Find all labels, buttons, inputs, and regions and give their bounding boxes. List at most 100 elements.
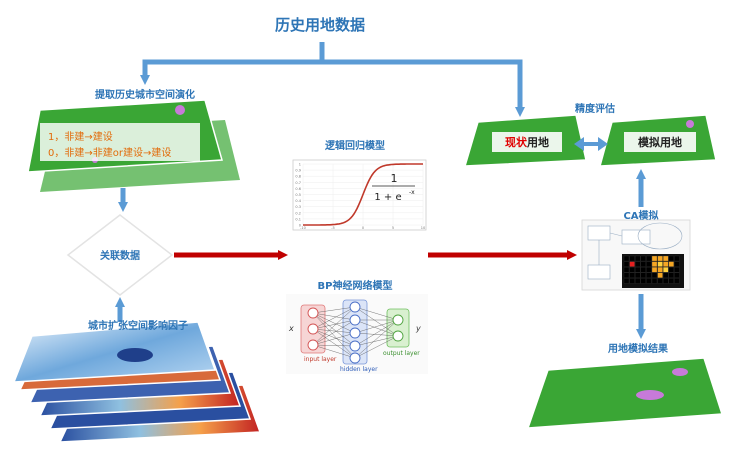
sigmoid-y-tick: 0.6 xyxy=(295,187,301,191)
ca-grid-cell xyxy=(646,272,652,278)
ca-grid-cell xyxy=(663,255,669,262)
ca-grid-cell xyxy=(623,267,630,273)
bp-edge xyxy=(312,328,356,334)
sigmoid-y-tick: 0.8 xyxy=(295,175,301,179)
hidden-layer-label: hidden layer xyxy=(340,366,378,373)
ca-grid-cell xyxy=(674,272,680,278)
sigmoid-y-tick: 0.2 xyxy=(295,211,301,215)
ca-grid-cell xyxy=(646,278,652,284)
result-purple-patch xyxy=(636,390,664,400)
bp-edge xyxy=(354,306,399,321)
current-label: 现状用地 xyxy=(505,135,549,149)
ca-grid-cell xyxy=(668,278,674,284)
bp-edge xyxy=(354,319,399,359)
bp-node xyxy=(392,330,404,342)
bp-edge xyxy=(312,312,356,334)
arrow-to-current xyxy=(322,59,525,117)
ca-flow-box xyxy=(587,225,611,241)
bp-edge xyxy=(312,344,356,347)
bp-node xyxy=(349,340,361,352)
ca-label: CA模拟 xyxy=(623,209,658,222)
bp-x-label: x xyxy=(288,324,294,333)
sigmoid-y-tick: 0.7 xyxy=(295,181,301,185)
rule-line-2: 0，非建→非建or建设→建设 xyxy=(48,146,171,159)
ca-grid-cell xyxy=(640,255,646,262)
ca-grid-cell xyxy=(663,278,669,284)
bp-edge xyxy=(354,319,399,334)
bp-nodes xyxy=(307,301,404,364)
ca-grid-cell xyxy=(623,255,630,262)
rule-line-1: 1，非建→建设 xyxy=(48,130,113,143)
simulated-label: 模拟用地 xyxy=(638,135,682,149)
simulated-rest: 用地 xyxy=(660,135,682,149)
association-label: 关联数据 xyxy=(100,249,140,262)
bp-network: x y input layer hidden layer output laye… xyxy=(286,294,428,374)
ca-grid-cell xyxy=(668,267,674,273)
bp-label: BP神经网络模型 xyxy=(318,279,393,292)
bp-edge xyxy=(312,306,356,314)
factor-dark-patch xyxy=(117,348,153,362)
sigmoid-x-tick: 0 xyxy=(362,226,364,230)
ca-grid-cell xyxy=(657,255,663,262)
ca-grid-cell xyxy=(635,278,641,284)
sigmoid-x-tick: 5 xyxy=(392,226,394,230)
rule-box xyxy=(40,123,200,161)
ca-grid-cell xyxy=(646,255,652,262)
simulated-landuse-card: 模拟用地 xyxy=(599,114,717,167)
ca-grid-cell xyxy=(668,272,674,278)
top-split-arrows xyxy=(140,42,525,117)
ca-grid-cell xyxy=(646,267,652,273)
ca-grid-cell xyxy=(635,272,641,278)
arrow-to-extract xyxy=(140,59,322,85)
ca-grid-cell xyxy=(674,267,680,273)
bp-edge xyxy=(354,332,399,337)
sigmoid-y-tick: 0.1 xyxy=(295,217,301,221)
ca-diagram xyxy=(581,219,691,291)
result-map xyxy=(526,357,724,429)
ca-grid-cell xyxy=(640,278,646,284)
factor-layer-top xyxy=(12,321,217,383)
formula-exponent: -x xyxy=(409,189,415,196)
association-diamond xyxy=(66,214,174,296)
bp-edge xyxy=(354,306,399,337)
sigmoid-x-tick: 10 xyxy=(421,226,425,230)
ca-grid-cell xyxy=(657,272,663,278)
ca-grid-cell xyxy=(646,261,652,267)
formula-numerator: 1 xyxy=(391,172,398,185)
sigmoid-y-tick: 0.4 xyxy=(295,199,301,203)
bp-node xyxy=(349,301,361,313)
bp-edges xyxy=(312,306,399,359)
current-rest: 用地 xyxy=(527,135,549,149)
bp-edge xyxy=(354,319,399,337)
extract-label: 提取历史城市空间演化 xyxy=(95,88,195,101)
sigmoid-y-tick: 0 xyxy=(299,224,301,228)
ca-grid-cell xyxy=(640,267,646,273)
accuracy-label: 精度评估 xyxy=(575,102,615,115)
ca-flow-ellipse xyxy=(637,222,683,250)
bp-edge xyxy=(312,306,356,330)
ca-grid-cell xyxy=(651,278,658,284)
bp-edge xyxy=(354,319,399,347)
bp-edge xyxy=(312,312,356,321)
ca-grid-cell xyxy=(635,261,641,267)
bp-node xyxy=(307,323,319,335)
map-purple-spot xyxy=(175,105,185,115)
ca-grid-cell xyxy=(629,267,635,273)
sigmoid-x-tick: -5 xyxy=(331,226,335,230)
bp-edge xyxy=(312,328,356,359)
sigmoid-y-tick: 0.3 xyxy=(295,205,301,209)
ca-grid-cell xyxy=(668,261,674,267)
current-landuse-card: 现状用地 xyxy=(463,114,587,167)
ca-grid-cell xyxy=(629,278,635,284)
ca-grid-cell xyxy=(635,255,641,262)
ca-grid-cell xyxy=(663,267,669,273)
ca-grid-cell xyxy=(651,272,658,278)
simulated-purple-spot xyxy=(686,120,694,128)
ca-grid-cell xyxy=(629,272,635,278)
sigmoid-y-tick: 0.5 xyxy=(295,193,301,197)
sigmoid-y-tick: 1 xyxy=(299,163,301,167)
